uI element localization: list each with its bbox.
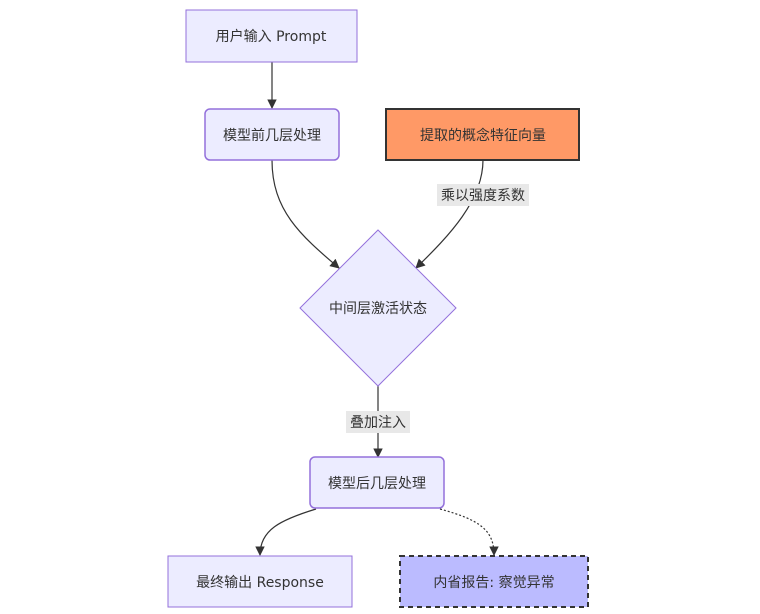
node-mid[interactable]: 中间层激活状态	[299, 229, 457, 387]
edge-vector-to-mid	[415, 159, 484, 269]
node-prompt[interactable]: 用户输入 Prompt	[185, 9, 358, 63]
node-label: 最终输出 Response	[196, 575, 324, 591]
node-shape	[299, 229, 457, 387]
node-label: 提取的概念特征向量	[420, 127, 546, 144]
node-shape	[385, 108, 580, 161]
node-label: 模型后几层处理	[328, 476, 426, 492]
node-output[interactable]: 最终输出 Response	[167, 555, 353, 608]
node-label: 模型前几层处理	[223, 127, 321, 144]
node-label: 用户输入 Prompt	[216, 28, 327, 45]
node-late[interactable]: 模型后几层处理	[309, 456, 445, 509]
edge-late-to-report	[439, 508, 499, 556]
node-shape	[309, 456, 445, 509]
edge-label-background	[437, 184, 529, 206]
edge-early-to-mid	[271, 159, 340, 269]
edges	[255, 62, 499, 556]
node-shape	[167, 555, 353, 608]
node-report[interactable]: 内省报告: 察觉异常	[399, 555, 589, 608]
node-shape	[204, 108, 340, 161]
node-shape	[399, 555, 589, 608]
edge-label-text: 叠加注入	[350, 415, 406, 431]
node-label: 内省报告: 察觉异常	[433, 574, 554, 591]
node-label: 中间层激活状态	[329, 300, 427, 317]
edge-label-strength: 乘以强度系数	[437, 184, 529, 206]
edge-label-background	[346, 411, 410, 433]
node-vector[interactable]: 提取的概念特征向量	[385, 108, 580, 161]
node-shape	[185, 9, 358, 63]
node-early[interactable]: 模型前几层处理	[204, 108, 340, 161]
edge-late-to-output	[255, 508, 317, 556]
edge-label-inject: 叠加注入	[346, 411, 410, 433]
edge-label-text: 乘以强度系数	[441, 188, 525, 204]
